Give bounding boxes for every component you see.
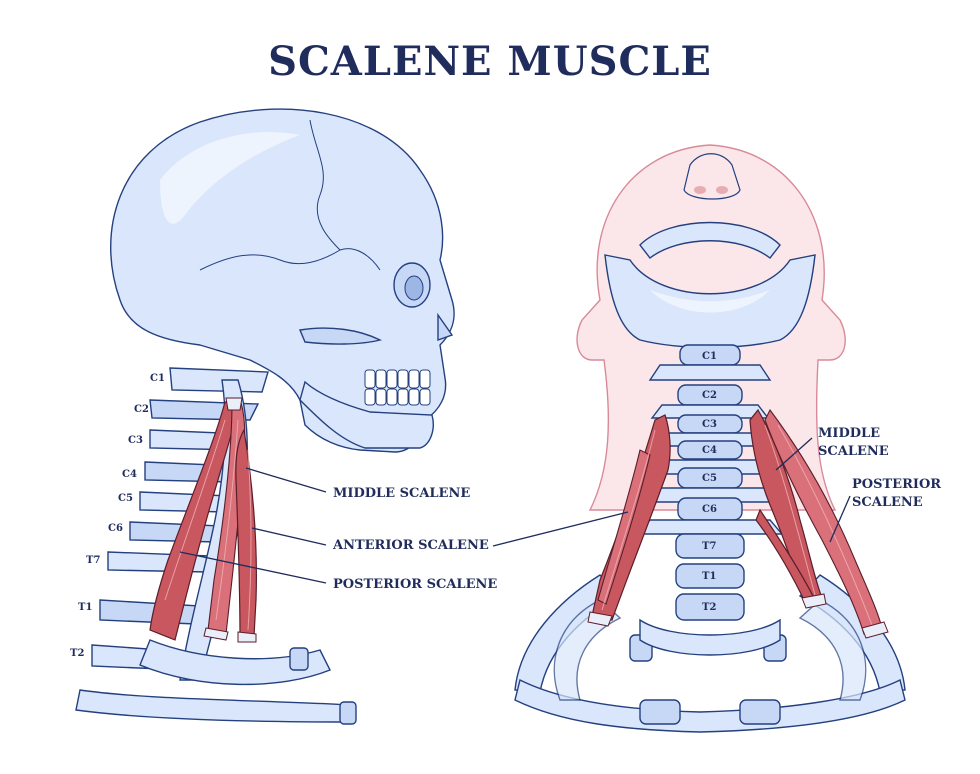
front-label-c1: C1 <box>702 351 717 362</box>
side-label-posterior-scalene: POSTERIOR SCALENE <box>333 577 497 592</box>
diagram-title: SCALENE MUSCLE <box>268 38 712 85</box>
front-view-head <box>576 144 846 511</box>
side-view-scalene-muscles <box>149 397 257 643</box>
side-label-t2: T2 <box>70 648 84 659</box>
front-label-t7: T7 <box>702 541 716 552</box>
front-callouts: MIDDLE SCALENE POSTERIOR SCALENE <box>492 426 941 547</box>
front-label-c2: C2 <box>702 390 717 401</box>
side-middle-scalene <box>235 428 257 641</box>
front-label-t2: T2 <box>702 602 716 613</box>
side-view-skull <box>110 108 455 453</box>
side-vertebra-labels: C1 C2 C3 C4 C5 C6 T7 T1 T2 <box>70 373 165 659</box>
side-callouts: MIDDLE SCALENE ANTERIOR SCALENE POSTERIO… <box>179 467 497 592</box>
side-teeth <box>364 369 431 406</box>
side-label-c3: C3 <box>128 435 143 446</box>
front-label-c6: C6 <box>702 504 717 515</box>
side-label-c2: C2 <box>134 404 149 415</box>
front-label-middle-line1: MIDDLE <box>818 426 880 441</box>
side-label-c5: C5 <box>118 493 133 504</box>
side-label-anterior-scalene: ANTERIOR SCALENE <box>332 538 489 553</box>
side-label-t7: T7 <box>86 555 100 566</box>
front-label-posterior-line1: POSTERIOR <box>852 477 941 492</box>
front-label-posterior-line2: SCALENE <box>852 495 923 510</box>
side-label-c6: C6 <box>108 523 123 534</box>
side-label-t1: T1 <box>78 602 92 613</box>
side-label-middle-scalene: MIDDLE SCALENE <box>333 486 470 501</box>
front-label-t1: T1 <box>702 571 716 582</box>
front-vertebra-labels: C1 C2 C3 C4 C5 C6 T7 T1 T2 <box>702 351 717 613</box>
side-label-c1: C1 <box>150 373 165 384</box>
front-label-c4: C4 <box>702 445 717 456</box>
side-label-c4: C4 <box>122 469 137 480</box>
front-label-c3: C3 <box>702 419 717 430</box>
front-view-spine <box>514 344 906 733</box>
front-view-scalene-muscles <box>587 408 889 639</box>
front-label-c5: C5 <box>702 473 717 484</box>
front-label-middle-line2: SCALENE <box>818 444 889 459</box>
